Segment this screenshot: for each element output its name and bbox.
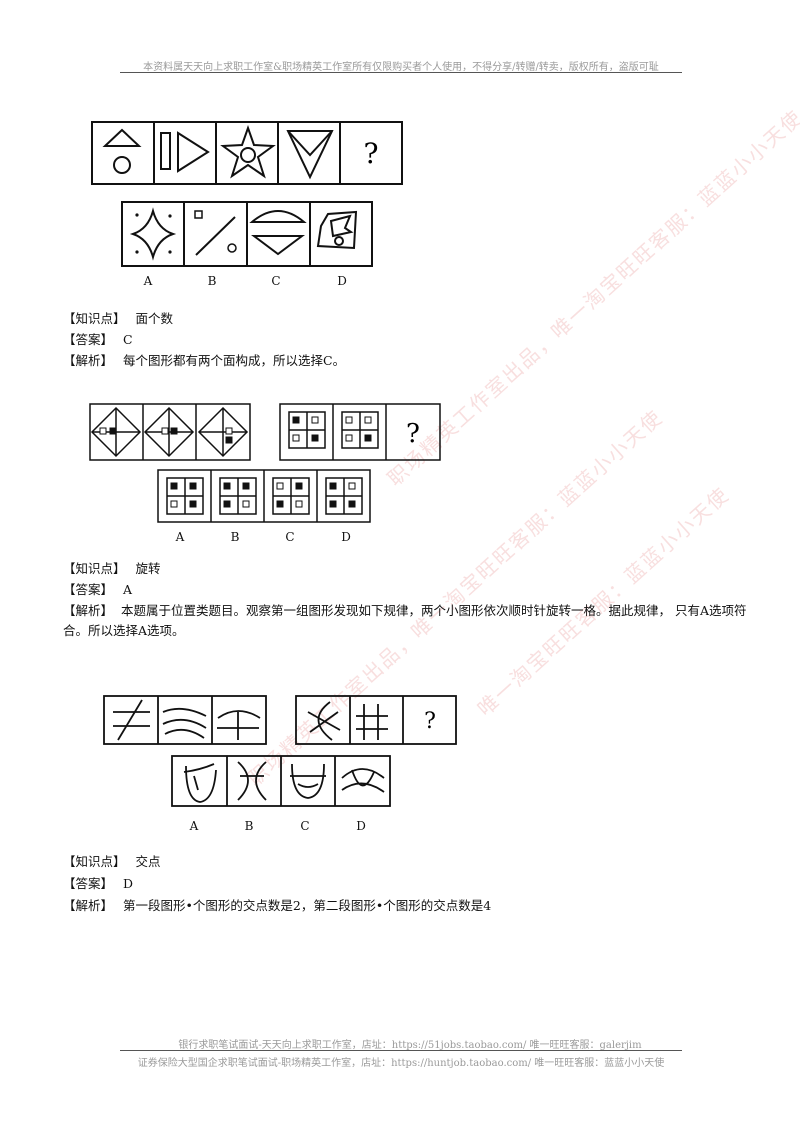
answer-value: D	[123, 876, 134, 891]
q3-option-b-label: B	[245, 819, 254, 833]
answer-key: 【答案】	[63, 332, 114, 347]
analysis-value: 每个图形都有两个面构成，所以选择C。	[123, 353, 346, 368]
q1-sequence-row	[91, 121, 403, 185]
q3-option-a-label: A	[189, 819, 199, 833]
knowledge-key: 【知识点】	[63, 311, 126, 326]
answer-value: A	[123, 582, 133, 597]
analysis-key: 【解析】	[63, 603, 114, 618]
analysis-value: 第一段图形•个图形的交点数是2，第二段图形•个图形的交点数是4	[123, 898, 492, 913]
knowledge-key: 【知识点】	[63, 561, 126, 576]
knowledge-value: 交点	[135, 854, 161, 869]
q3-options-row	[171, 755, 391, 807]
q3-sequence-row	[103, 695, 457, 745]
q3-option-d-label: D	[356, 819, 366, 833]
q1-option-a-label: A	[143, 274, 153, 288]
header-notice: 本资料属天天向上求职工作室&职场精英工作室所有仅限购买者个人使用，不得分享/转赠…	[143, 62, 659, 73]
q3-question-mark: ?	[424, 709, 436, 734]
q1-options-row	[121, 201, 373, 267]
analysis-value: 本题属于位置类题目。观察第一组图形发现如下规律，两个小图形依次顺时针旋转一格。据…	[63, 603, 747, 638]
answer-value: C	[123, 332, 133, 347]
q2-knowledge-line: 【知识点】旋转	[63, 560, 161, 578]
answer-key: 【答案】	[63, 582, 114, 597]
knowledge-value: 面个数	[135, 311, 174, 326]
q2-option-b-label: B	[231, 530, 240, 544]
q1-answer-line: 【答案】 C	[63, 331, 133, 349]
q1-option-c-label: C	[271, 274, 280, 288]
q2-option-c-label: C	[285, 530, 294, 544]
answer-key: 【答案】	[63, 876, 114, 891]
q2-option-a-label: A	[175, 530, 185, 544]
footer-line-1: 银行求职笔试面试-天天向上求职工作室，店址：https://51jobs.tao…	[178, 1040, 642, 1051]
analysis-key: 【解析】	[63, 353, 114, 368]
q2-sequence-row	[89, 403, 441, 461]
q2-question-mark: ?	[406, 419, 420, 449]
knowledge-value: 旋转	[135, 561, 161, 576]
analysis-key: 【解析】	[63, 898, 114, 913]
footer-line-2: 证券保险大型国企求职笔试面试-职场精英工作室，店址：https://huntjo…	[137, 1058, 665, 1069]
q3-answer-line: 【答案】 D	[63, 875, 133, 893]
q1-knowledge-line: 【知识点】面个数	[63, 310, 173, 328]
q1-option-b-label: B	[208, 274, 217, 288]
q2-option-d-label: D	[341, 530, 351, 544]
q1-analysis-line: 【解析】每个图形都有两个面构成，所以选择C。	[63, 352, 345, 370]
q1-option-d-label: D	[337, 274, 347, 288]
q2-answer-line: 【答案】 A	[63, 581, 132, 599]
header-divider	[120, 72, 682, 73]
q3-analysis-line: 【解析】第一段图形•个图形的交点数是2，第二段图形•个图形的交点数是4	[63, 897, 491, 915]
q2-options-row	[157, 469, 371, 523]
knowledge-key: 【知识点】	[63, 854, 126, 869]
q1-question-mark: ?	[363, 137, 378, 170]
footer-divider	[120, 1050, 682, 1051]
q3-option-c-label: C	[300, 819, 309, 833]
q2-analysis-line: 【解析】 本题属于位置类题目。观察第一组图形发现如下规律，两个小图形依次顺时针旋…	[63, 601, 753, 641]
q3-knowledge-line: 【知识点】交点	[63, 853, 161, 871]
